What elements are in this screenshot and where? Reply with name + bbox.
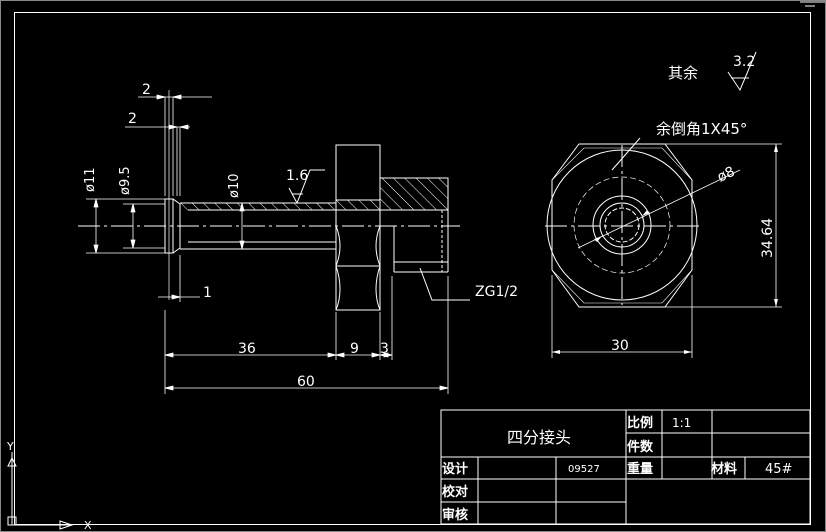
front-section-view (78, 90, 470, 311)
front-view-dimensions (86, 94, 449, 394)
dim-2-top: 2 (142, 82, 151, 98)
dim-dia-8: ø8 (715, 164, 738, 186)
hex-view-arrowheads (552, 144, 778, 354)
ucs-icon[interactable] (7, 452, 74, 530)
dim-30: 30 (611, 338, 629, 354)
roughness-default-symbol (727, 51, 757, 92)
scale-label: 比例 (627, 415, 653, 431)
dim-9: 9 (350, 341, 359, 357)
review-label: 审核 (442, 507, 468, 523)
dim-36: 36 (238, 341, 256, 357)
roughness-prefix: 其余 (668, 64, 698, 82)
dim-dia-11: ø11 (83, 168, 98, 193)
part-name: 四分接头 (507, 428, 571, 447)
dim-2-second: 2 (128, 111, 137, 127)
hex-end-view (545, 137, 782, 358)
dim-dia-9-5: ø9.5 (118, 166, 133, 195)
material-value: 45# (765, 462, 792, 477)
roughness-1-6: 1.6 (286, 168, 308, 184)
title-block-texts: 四分接头 比例 1:1 件数 设计 09527 重量 材料 45# 校对 审核 (442, 415, 792, 523)
design-label: 设计 (442, 461, 468, 477)
ucs-x-label: X (84, 519, 92, 532)
thread-label: ZG1/2 (475, 284, 518, 300)
dim-3: 3 (380, 341, 389, 357)
design-number: 09527 (568, 464, 600, 475)
ucs-y-label: Y (6, 440, 14, 453)
dim-dia-10: ø10 (227, 174, 242, 199)
title-block-grid (440, 409, 811, 525)
roughness-default-value: 3.2 (733, 54, 755, 70)
dim-34-64: 34.64 (760, 218, 776, 258)
scale-value: 1:1 (672, 416, 691, 430)
chamfer-note: 余倒角1X45° (656, 120, 747, 138)
dim-60: 60 (297, 374, 315, 390)
annotation-texts: 其余 3.2 余倒角1X45° 2 2 1 ø11 ø9.5 ø10 1.6 3… (83, 54, 776, 390)
weight-label: 重量 (627, 461, 653, 477)
material-label: 材料 (711, 461, 737, 477)
check-label: 校对 (442, 484, 468, 500)
viewport-corner-marks (800, 1, 825, 7)
count-label: 件数 (627, 439, 654, 455)
dim-1: 1 (203, 285, 212, 301)
